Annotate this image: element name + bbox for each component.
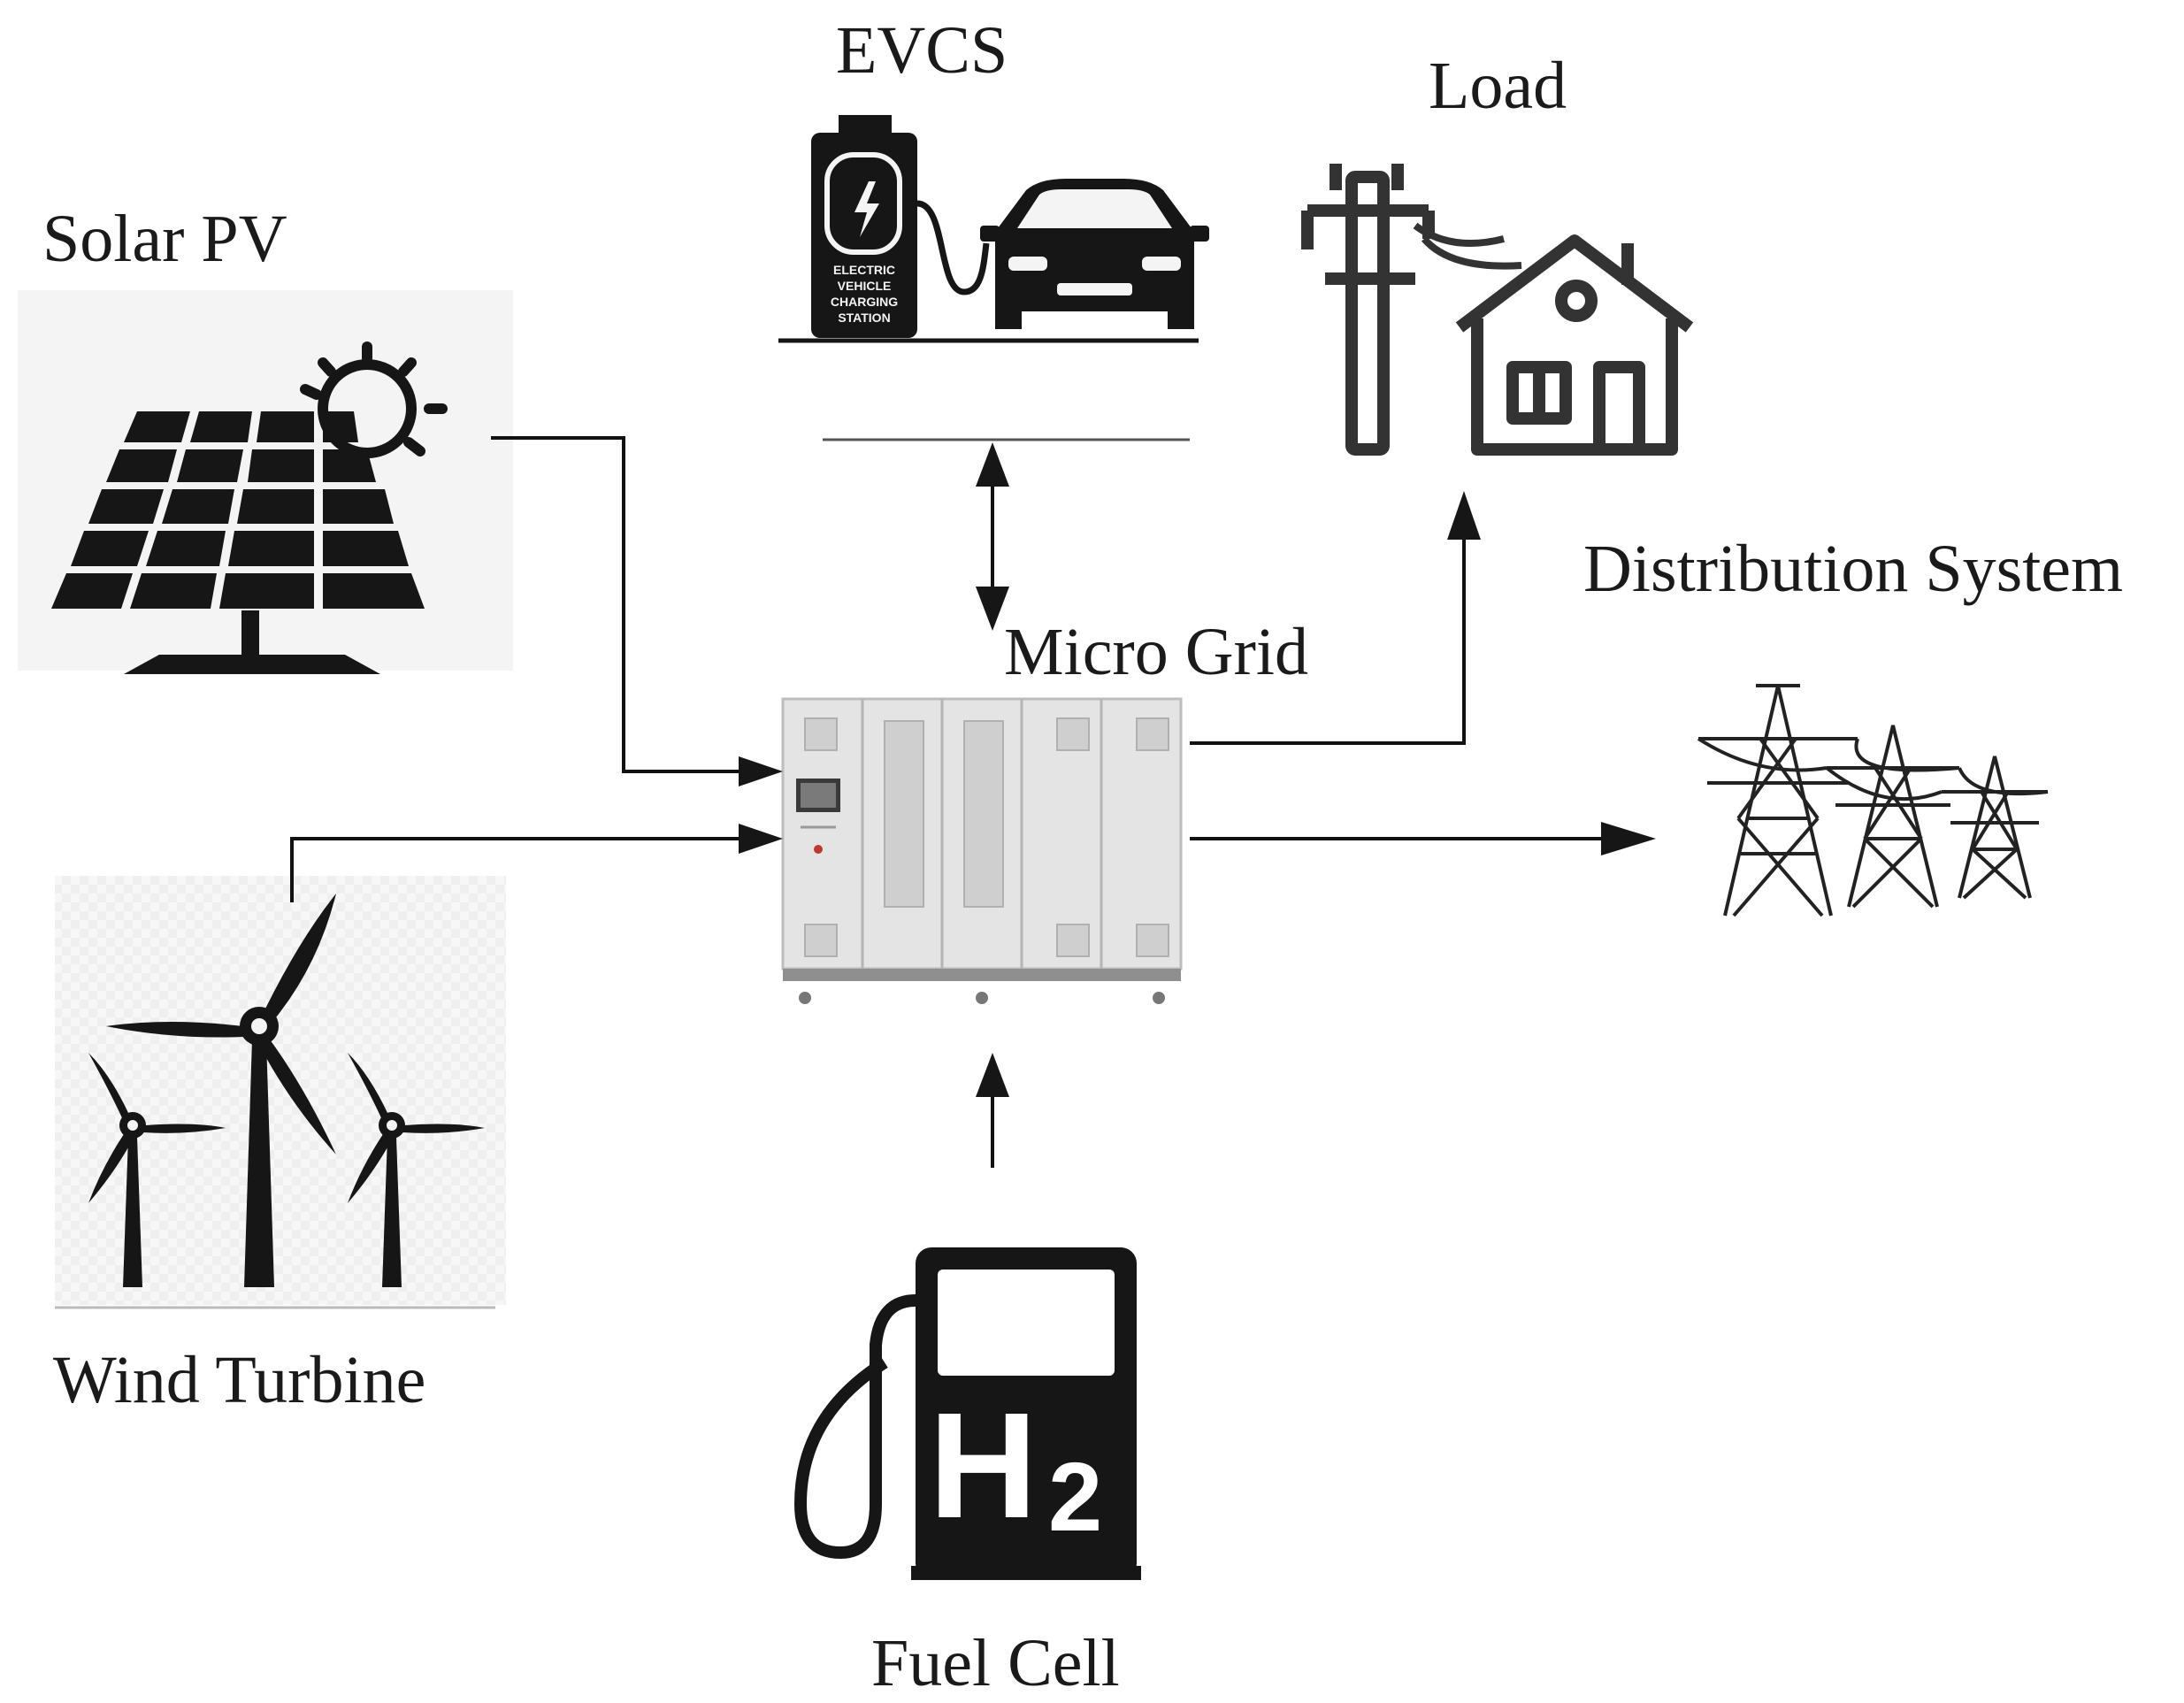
wind-turbine-icon <box>55 876 506 1309</box>
microgrid-cabinet-icon <box>781 697 1183 1004</box>
microgrid-to-load-arrowhead <box>1447 491 1481 540</box>
hydrogen-fuel-pump-icon: H 2 <box>793 1247 1141 1580</box>
ev-charging-station-icon: ELECTRIC VEHICLE CHARGING STATION <box>778 115 1209 441</box>
micro-grid-label: Micro Grid <box>1004 615 1308 689</box>
fuelcell-to-microgrid-arrowhead <box>976 1053 1009 1097</box>
wind-to-microgrid-arrowhead <box>739 824 783 854</box>
load-house-icon <box>1301 164 1694 456</box>
station-text-line-2: VEHICLE <box>838 279 892 293</box>
transmission-towers-icon <box>1697 684 2049 917</box>
microgrid-to-distribution-arrowhead <box>1601 822 1656 855</box>
evcs-down-arrowhead <box>976 587 1009 631</box>
solar-panel-icon <box>18 290 513 674</box>
station-text-line-4: STATION <box>838 311 890 325</box>
microgrid-to-load-line <box>1190 538 1466 745</box>
load-label: Load <box>1429 49 1567 123</box>
fuel-cell-label: Fuel Cell <box>871 1626 1120 1700</box>
fuel-cell-subscript: 2 <box>1048 1443 1102 1552</box>
wind-to-microgrid-line <box>290 837 739 902</box>
evcs-label: EVCS <box>836 13 1008 88</box>
solar-to-microgrid-arrowhead <box>739 756 783 786</box>
evcs-up-arrowhead <box>976 442 1009 487</box>
fuel-cell-h-letter: H <box>929 1382 1038 1550</box>
station-text-line-3: CHARGING <box>831 295 898 309</box>
wind-turbine-label: Wind Turbine <box>53 1343 425 1417</box>
station-text-line-1: ELECTRIC <box>833 263 895 277</box>
distribution-system-label: Distribution System <box>1583 532 2123 606</box>
solar-to-microgrid-line <box>491 436 739 773</box>
solar-pv-label: Solar PV <box>42 202 287 276</box>
